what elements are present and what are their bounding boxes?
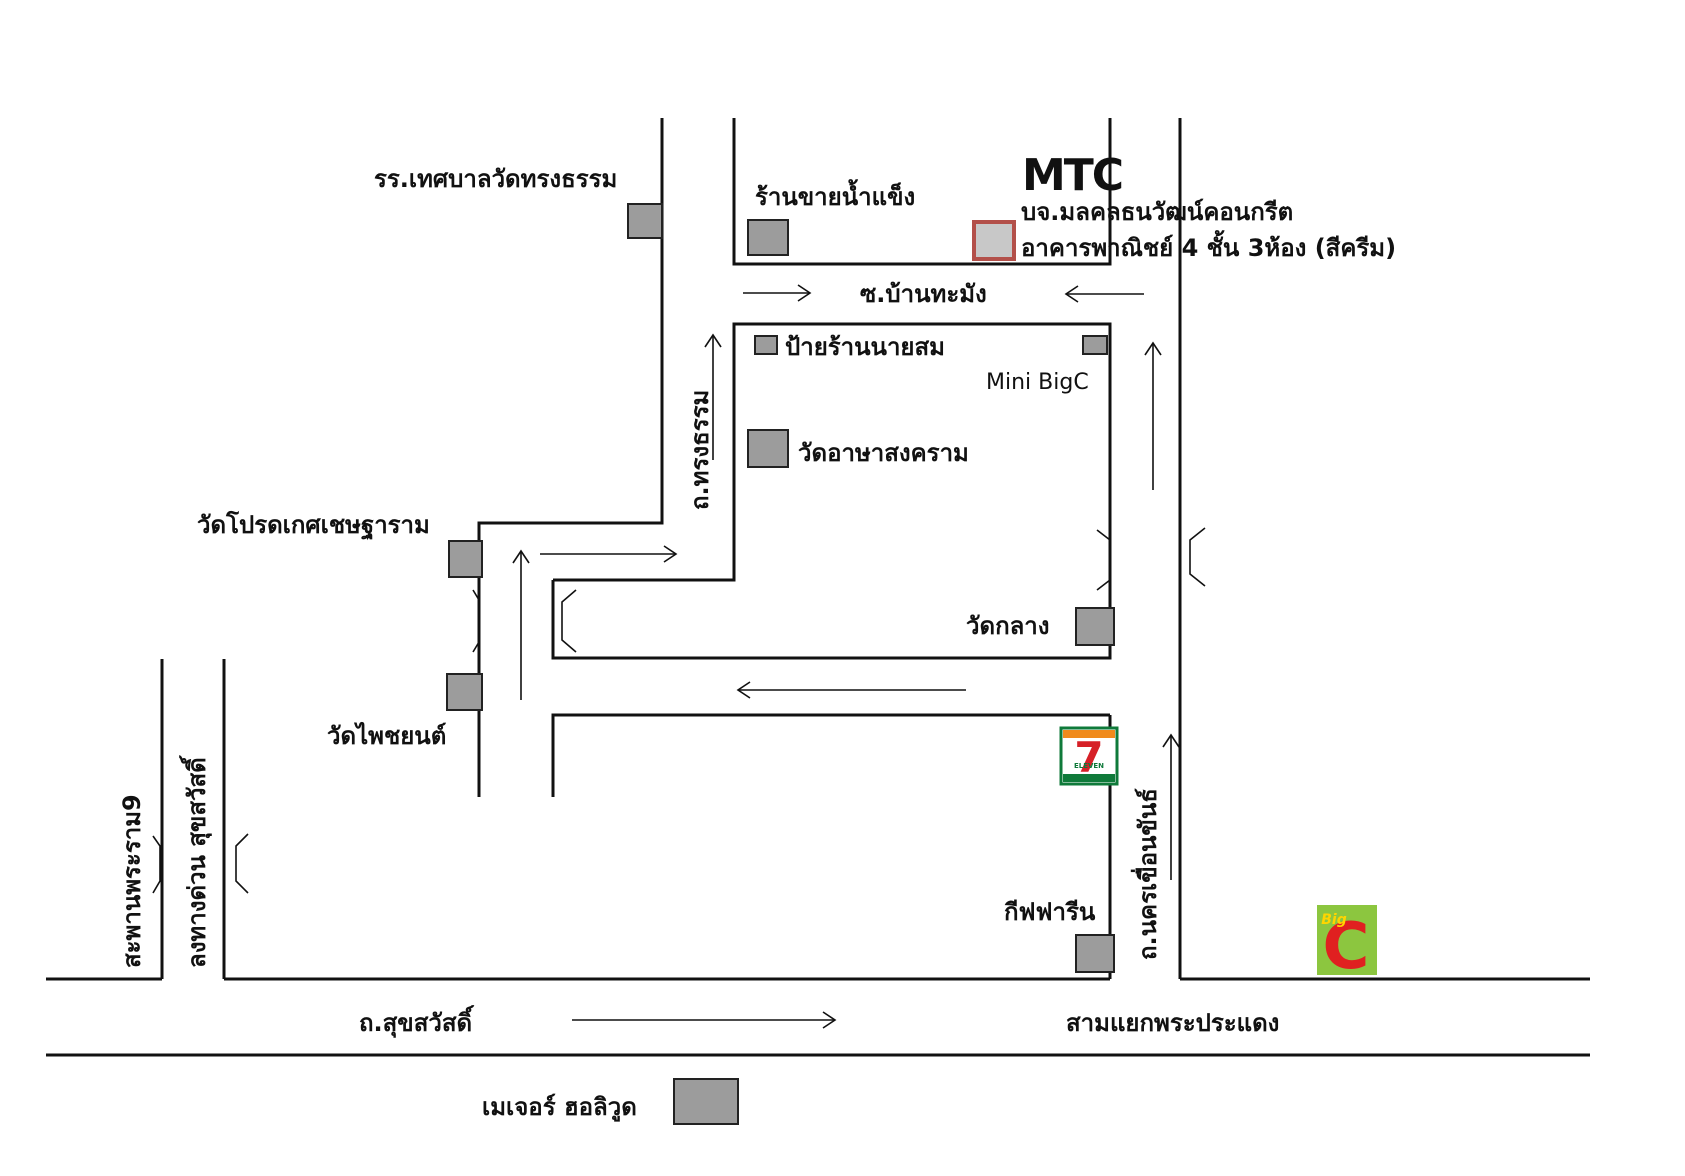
label-main-road: ถ.สุขสวัสดิ์: [359, 1005, 474, 1039]
building-nai-som-sign: [754, 335, 778, 355]
label-ice-shop: ร้านขายน้ำแข็ง: [755, 178, 915, 211]
arrow-left-column-up: [512, 549, 530, 700]
mtc-logo: MTC: [1022, 150, 1124, 201]
building-major: [673, 1078, 739, 1125]
arrow-middle-left: [736, 681, 966, 699]
bigc-logo-c: C: [1323, 910, 1370, 984]
bridge-markers: [152, 527, 1206, 894]
buildings: [446, 203, 1115, 1125]
seven-eleven-stripe-bottom: [1063, 774, 1115, 782]
building-wat-klang: [1075, 607, 1115, 646]
building-wat-phai: [446, 673, 483, 711]
arrow-soi-left: [1064, 285, 1144, 303]
bridge-bracket-wat-phai: [472, 589, 480, 653]
label-major: เมเจอร์ ฮอลิวูด: [482, 1093, 637, 1122]
label-company-name: บจ.มลคลธนวัฒน์คอนกรีต: [1021, 198, 1293, 226]
bridge-bracket-rama9-left: [152, 835, 161, 894]
arrow-prot-right: [540, 545, 678, 563]
label-school: รร.เทศบาลวัดทรงธรรม: [374, 165, 617, 193]
building-school: [627, 203, 663, 239]
arrow-soi-right: [743, 284, 812, 302]
seven-eleven-subtext: ELEVEN: [1074, 762, 1104, 770]
building-mini-bigc: [1082, 335, 1108, 355]
label-mini-bigc: Mini BigC: [986, 370, 1089, 395]
road-network: [46, 118, 1590, 1057]
label-soi-ban-thamang: ซ.บ้านทะมัง: [860, 280, 987, 308]
label-wat-asa: วัดอาษาสงคราม: [798, 439, 969, 467]
central-block: [551, 322, 1112, 660]
bridge-bracket-wat-klang: [1096, 529, 1111, 591]
label-rama9-bridge: สะพานพระราม9: [118, 794, 146, 968]
song-tham-road-edge: [477, 118, 664, 797]
block-seven-eleven: [551, 713, 1110, 797]
arrow-nkk-upper-up: [1144, 341, 1162, 490]
bigc-logo: C Big: [1317, 905, 1377, 984]
label-nai-som-sign: ป้ายร้านนายสม: [785, 333, 945, 361]
seven-eleven-stripe-top: [1063, 730, 1115, 738]
traffic-arrows: [512, 284, 1180, 1029]
building-wat-asa: [747, 429, 789, 468]
label-wat-phai: วัดไพชยนต์: [327, 721, 446, 750]
bridge-bracket-rama9-right: [235, 833, 249, 894]
seven-eleven-logo: 7 ELEVEN: [1059, 726, 1119, 786]
label-expressway-exit: ลงทางด่วน สุขสวัสดิ์: [179, 755, 213, 968]
bridge-bracket-nkk-east: [1189, 527, 1206, 587]
bridge-bracket-central-block: [561, 589, 577, 653]
arrow-song-tham-up: [704, 333, 722, 460]
label-company-building: อาคารพาณิชย์ 4 ชั้น 3ห้อง (สีครีม): [1021, 229, 1396, 262]
building-target-company: [972, 220, 1016, 261]
bigc-logo-big: Big: [1321, 912, 1347, 928]
label-wat-klang: วัดกลาง: [966, 612, 1050, 640]
upper-block: [732, 118, 1112, 266]
building-ice-shop: [747, 219, 789, 256]
label-fairy: กีฟฟารีน: [1004, 898, 1096, 926]
label-song-tham-road: ถ.ทรงธรรม: [686, 390, 714, 510]
label-intersection: สามแยกพระประแดง: [1066, 1009, 1279, 1037]
label-wat-prot: วัดโปรดเกศเชษฐาราม: [197, 510, 430, 541]
bigc-logo-bg: [1317, 905, 1377, 975]
label-nkk-road: ถ.นครเขื่อนขันธ์: [1130, 788, 1162, 960]
arrow-main-road-right: [572, 1011, 837, 1029]
labels: รร.เทศบาลวัดทรงธรรม ร้านขายน้ำแข็ง บจ.มล…: [118, 165, 1396, 1122]
arrow-nkk-lower-up: [1162, 733, 1180, 880]
building-wat-prot: [448, 540, 483, 578]
seven-eleven-number: 7: [1074, 733, 1103, 782]
building-fairy: [1075, 934, 1115, 973]
mtc-logo-text: MTC: [1022, 150, 1122, 201]
